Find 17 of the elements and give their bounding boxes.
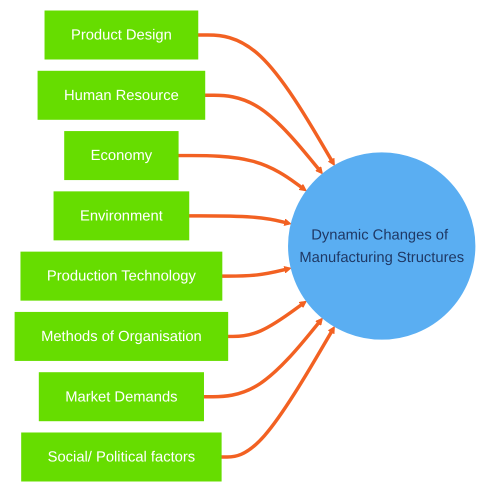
- arrow: [228, 300, 307, 338]
- arrow: [178, 154, 307, 192]
- arrow: [188, 214, 292, 226]
- node-box: Social/ Political factors: [21, 432, 222, 482]
- arrow: [204, 94, 323, 174]
- node-box: Market Demands: [38, 372, 204, 422]
- node-box: Human Resource: [38, 70, 206, 120]
- node-box: Product Design: [44, 10, 198, 60]
- node-box: Environment: [54, 191, 190, 240]
- arrow: [221, 326, 335, 459]
- arrow: [222, 266, 292, 278]
- node-box: Economy: [64, 131, 179, 180]
- node-box: Production Technology: [20, 252, 222, 301]
- node-circle: Dynamic Changes of Manufacturing Structures: [288, 152, 476, 340]
- node-box: Methods of Organisation: [14, 312, 228, 361]
- arrow: [204, 318, 323, 398]
- arrow: [198, 33, 335, 166]
